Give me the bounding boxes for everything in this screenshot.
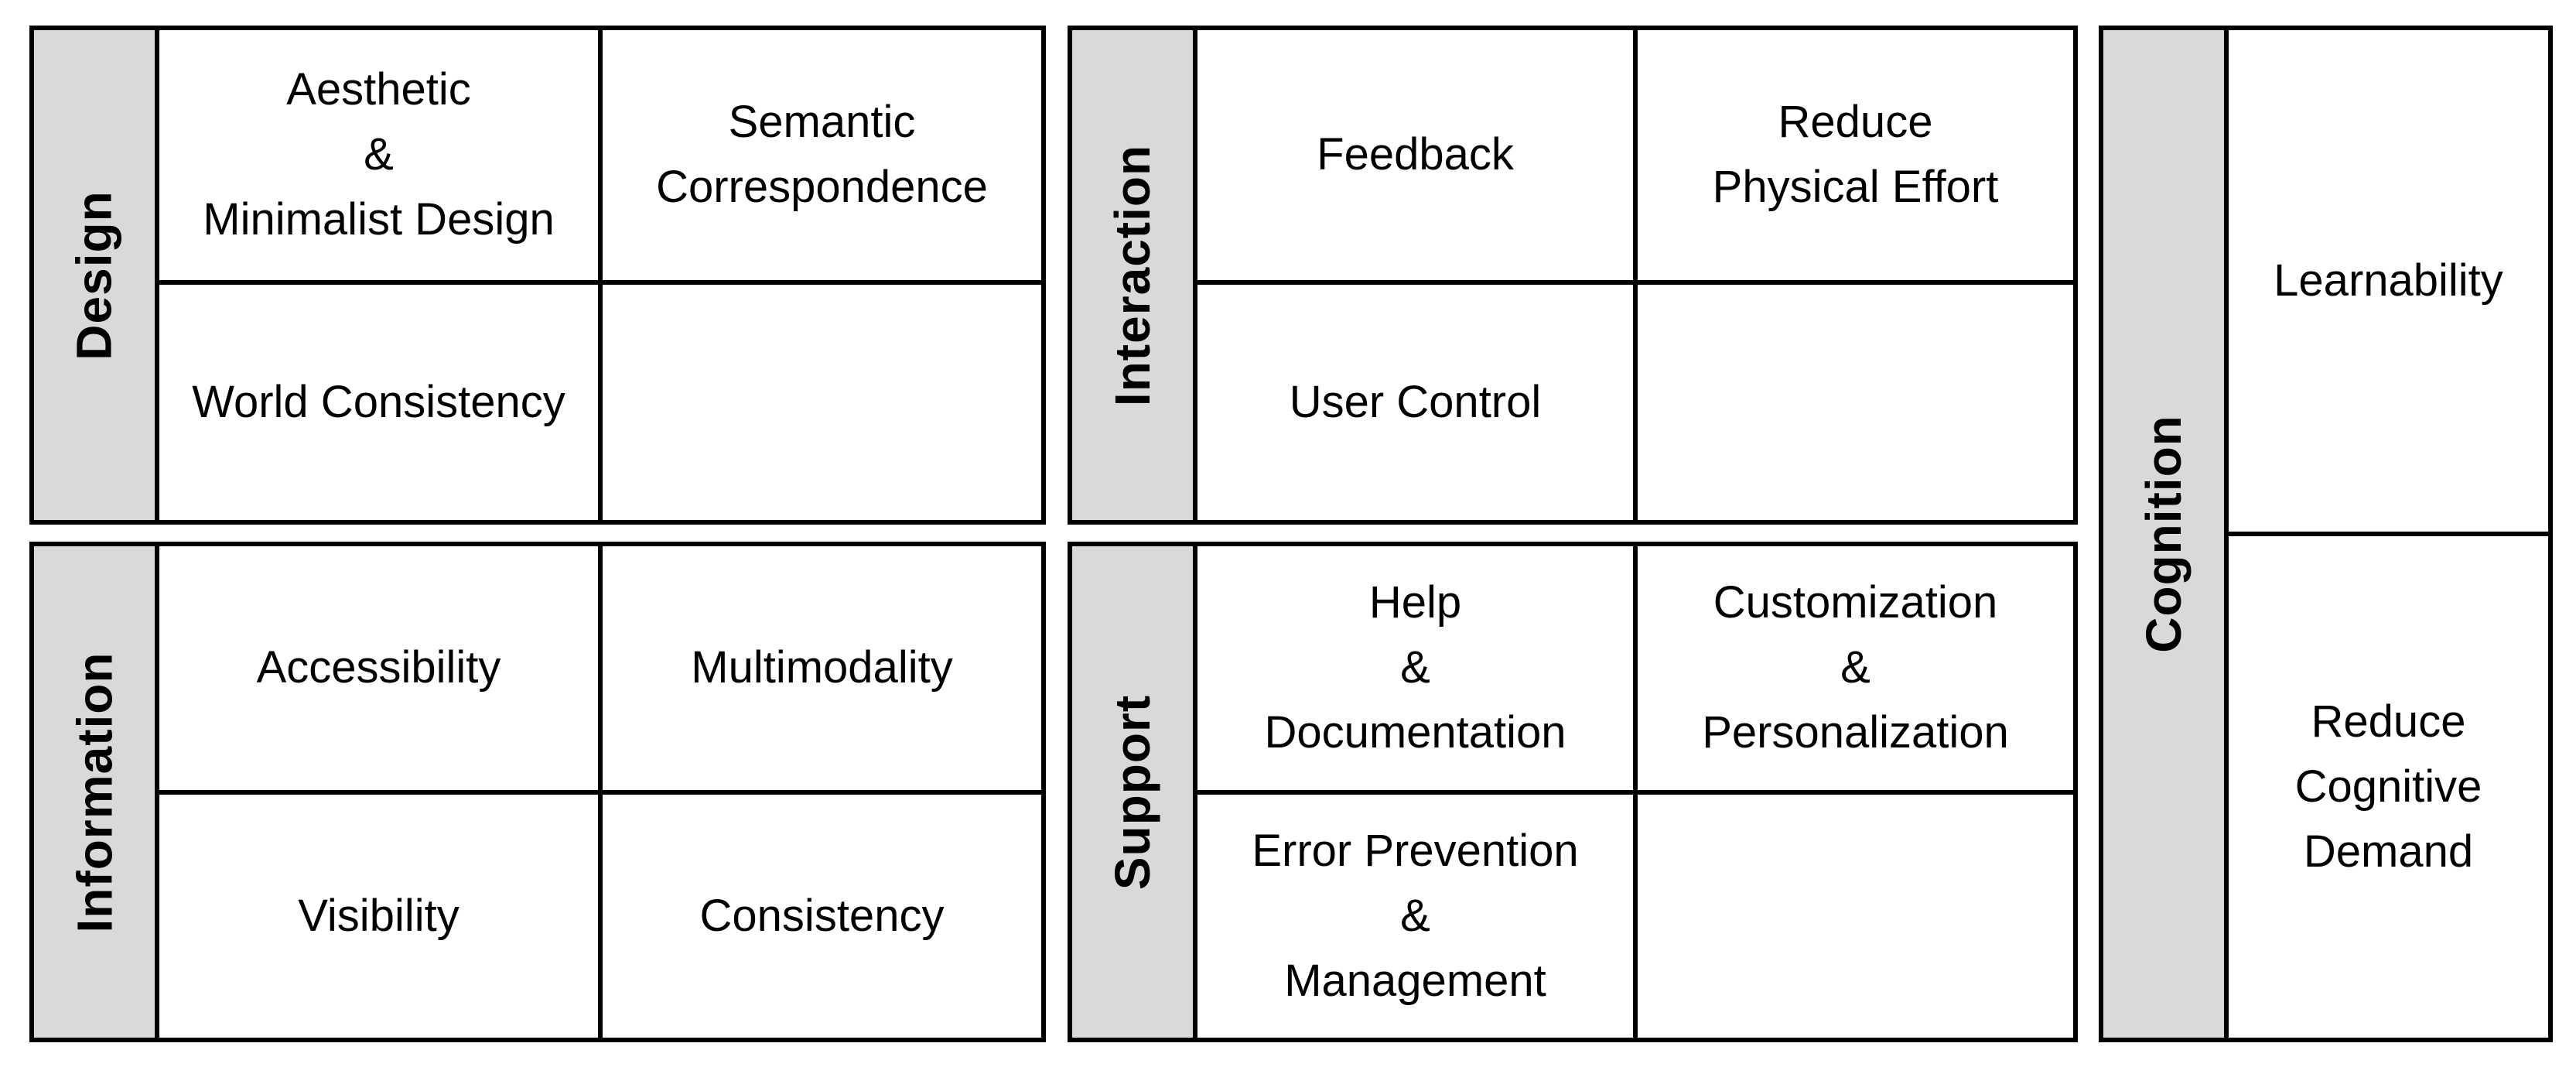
- group-information-label-text: Information: [67, 652, 122, 932]
- cell-feedback-text: Feedback: [1317, 129, 1514, 180]
- group-cognition: Cognition Learnability Reduce Cognitive …: [2099, 26, 2553, 1042]
- cell-reduce-cognitive-demand-text: Reduce Cognitive Demand: [2294, 696, 2482, 877]
- group-information-label: Information: [34, 546, 159, 1038]
- group-interaction-cells: Feedback Reduce Physical Effort User Con…: [1197, 30, 2073, 520]
- group-information: Information Accessibility Multimodality …: [29, 542, 1046, 1042]
- cell-interaction-empty: [1638, 284, 2073, 520]
- cell-semantic-correspondence-text: Semantic Correspondence: [656, 97, 988, 213]
- cell-error-prevention-management-text: Error Prevention & Management: [1252, 825, 1579, 1006]
- group-cognition-cells: Learnability Reduce Cognitive Demand: [2229, 30, 2548, 1038]
- cell-reduce-physical-effort-text: Reduce Physical Effort: [1712, 97, 1999, 213]
- cell-reduce-cognitive-demand: Reduce Cognitive Demand: [2229, 536, 2548, 1038]
- cell-consistency: Consistency: [603, 794, 1041, 1038]
- cell-customization-personalization-text: Customization & Personalization: [1702, 577, 2009, 758]
- group-support-cells: Help & Documentation Customization & Per…: [1197, 546, 2073, 1038]
- cell-customization-personalization: Customization & Personalization: [1638, 546, 2073, 790]
- group-design-label: Design: [34, 30, 159, 520]
- cell-learnability-text: Learnability: [2274, 255, 2503, 306]
- cell-accessibility: Accessibility: [159, 546, 598, 790]
- group-interaction-label-text: Interaction: [1105, 144, 1160, 406]
- cell-feedback: Feedback: [1197, 30, 1633, 280]
- cell-aesthetic-minimalist-design: Aesthetic & Minimalist Design: [159, 30, 598, 280]
- group-support-label: Support: [1072, 546, 1197, 1038]
- cell-reduce-physical-effort: Reduce Physical Effort: [1638, 30, 2073, 280]
- cell-semantic-correspondence: Semantic Correspondence: [603, 30, 1041, 280]
- group-interaction-label: Interaction: [1072, 30, 1197, 520]
- cell-error-prevention-management: Error Prevention & Management: [1197, 794, 1633, 1038]
- cell-help-documentation-text: Help & Documentation: [1264, 577, 1566, 758]
- cell-support-empty: [1638, 794, 2073, 1038]
- cell-accessibility-text: Accessibility: [256, 642, 501, 693]
- cell-aesthetic-minimalist-design-text: Aesthetic & Minimalist Design: [203, 64, 555, 245]
- cell-user-control: User Control: [1197, 284, 1633, 520]
- group-design: Design Aesthetic & Minimalist Design Sem…: [29, 26, 1046, 525]
- cell-consistency-text: Consistency: [699, 890, 945, 941]
- group-support: Support Help & Documentation Customizati…: [1068, 542, 2078, 1042]
- cell-multimodality-text: Multimodality: [691, 642, 953, 693]
- cell-visibility-text: Visibility: [298, 890, 460, 941]
- group-cognition-label: Cognition: [2103, 30, 2229, 1038]
- group-support-label-text: Support: [1105, 694, 1160, 890]
- cell-user-control-text: User Control: [1289, 376, 1542, 427]
- cell-world-consistency-text: World Consistency: [192, 376, 565, 427]
- cell-world-consistency: World Consistency: [159, 284, 598, 520]
- group-design-cells: Aesthetic & Minimalist Design Semantic C…: [159, 30, 1041, 520]
- group-design-label-text: Design: [67, 190, 122, 361]
- group-interaction: Interaction Feedback Reduce Physical Eff…: [1068, 26, 2078, 525]
- cell-learnability: Learnability: [2229, 30, 2548, 532]
- group-information-cells: Accessibility Multimodality Visibility C…: [159, 546, 1041, 1038]
- cell-help-documentation: Help & Documentation: [1197, 546, 1633, 790]
- group-cognition-label-text: Cognition: [2136, 415, 2192, 653]
- cell-visibility: Visibility: [159, 794, 598, 1038]
- cell-multimodality: Multimodality: [603, 546, 1041, 790]
- cell-design-empty: [603, 284, 1041, 520]
